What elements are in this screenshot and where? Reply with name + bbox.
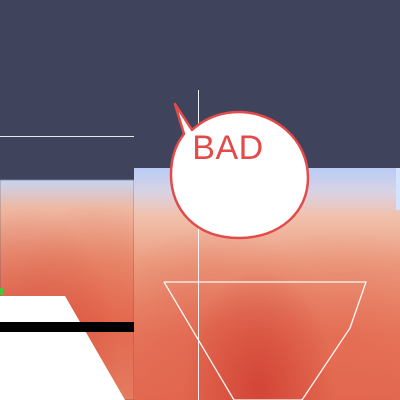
panel-edge-strip xyxy=(396,168,400,210)
slider-track[interactable] xyxy=(0,322,134,332)
speech-bubble xyxy=(169,102,310,240)
green-position-marker xyxy=(0,288,3,295)
triangle-outline xyxy=(163,281,367,400)
horizontal-guide-line xyxy=(0,136,134,137)
vertical-guide-line xyxy=(198,90,199,400)
bubble-label: BAD xyxy=(192,129,264,167)
